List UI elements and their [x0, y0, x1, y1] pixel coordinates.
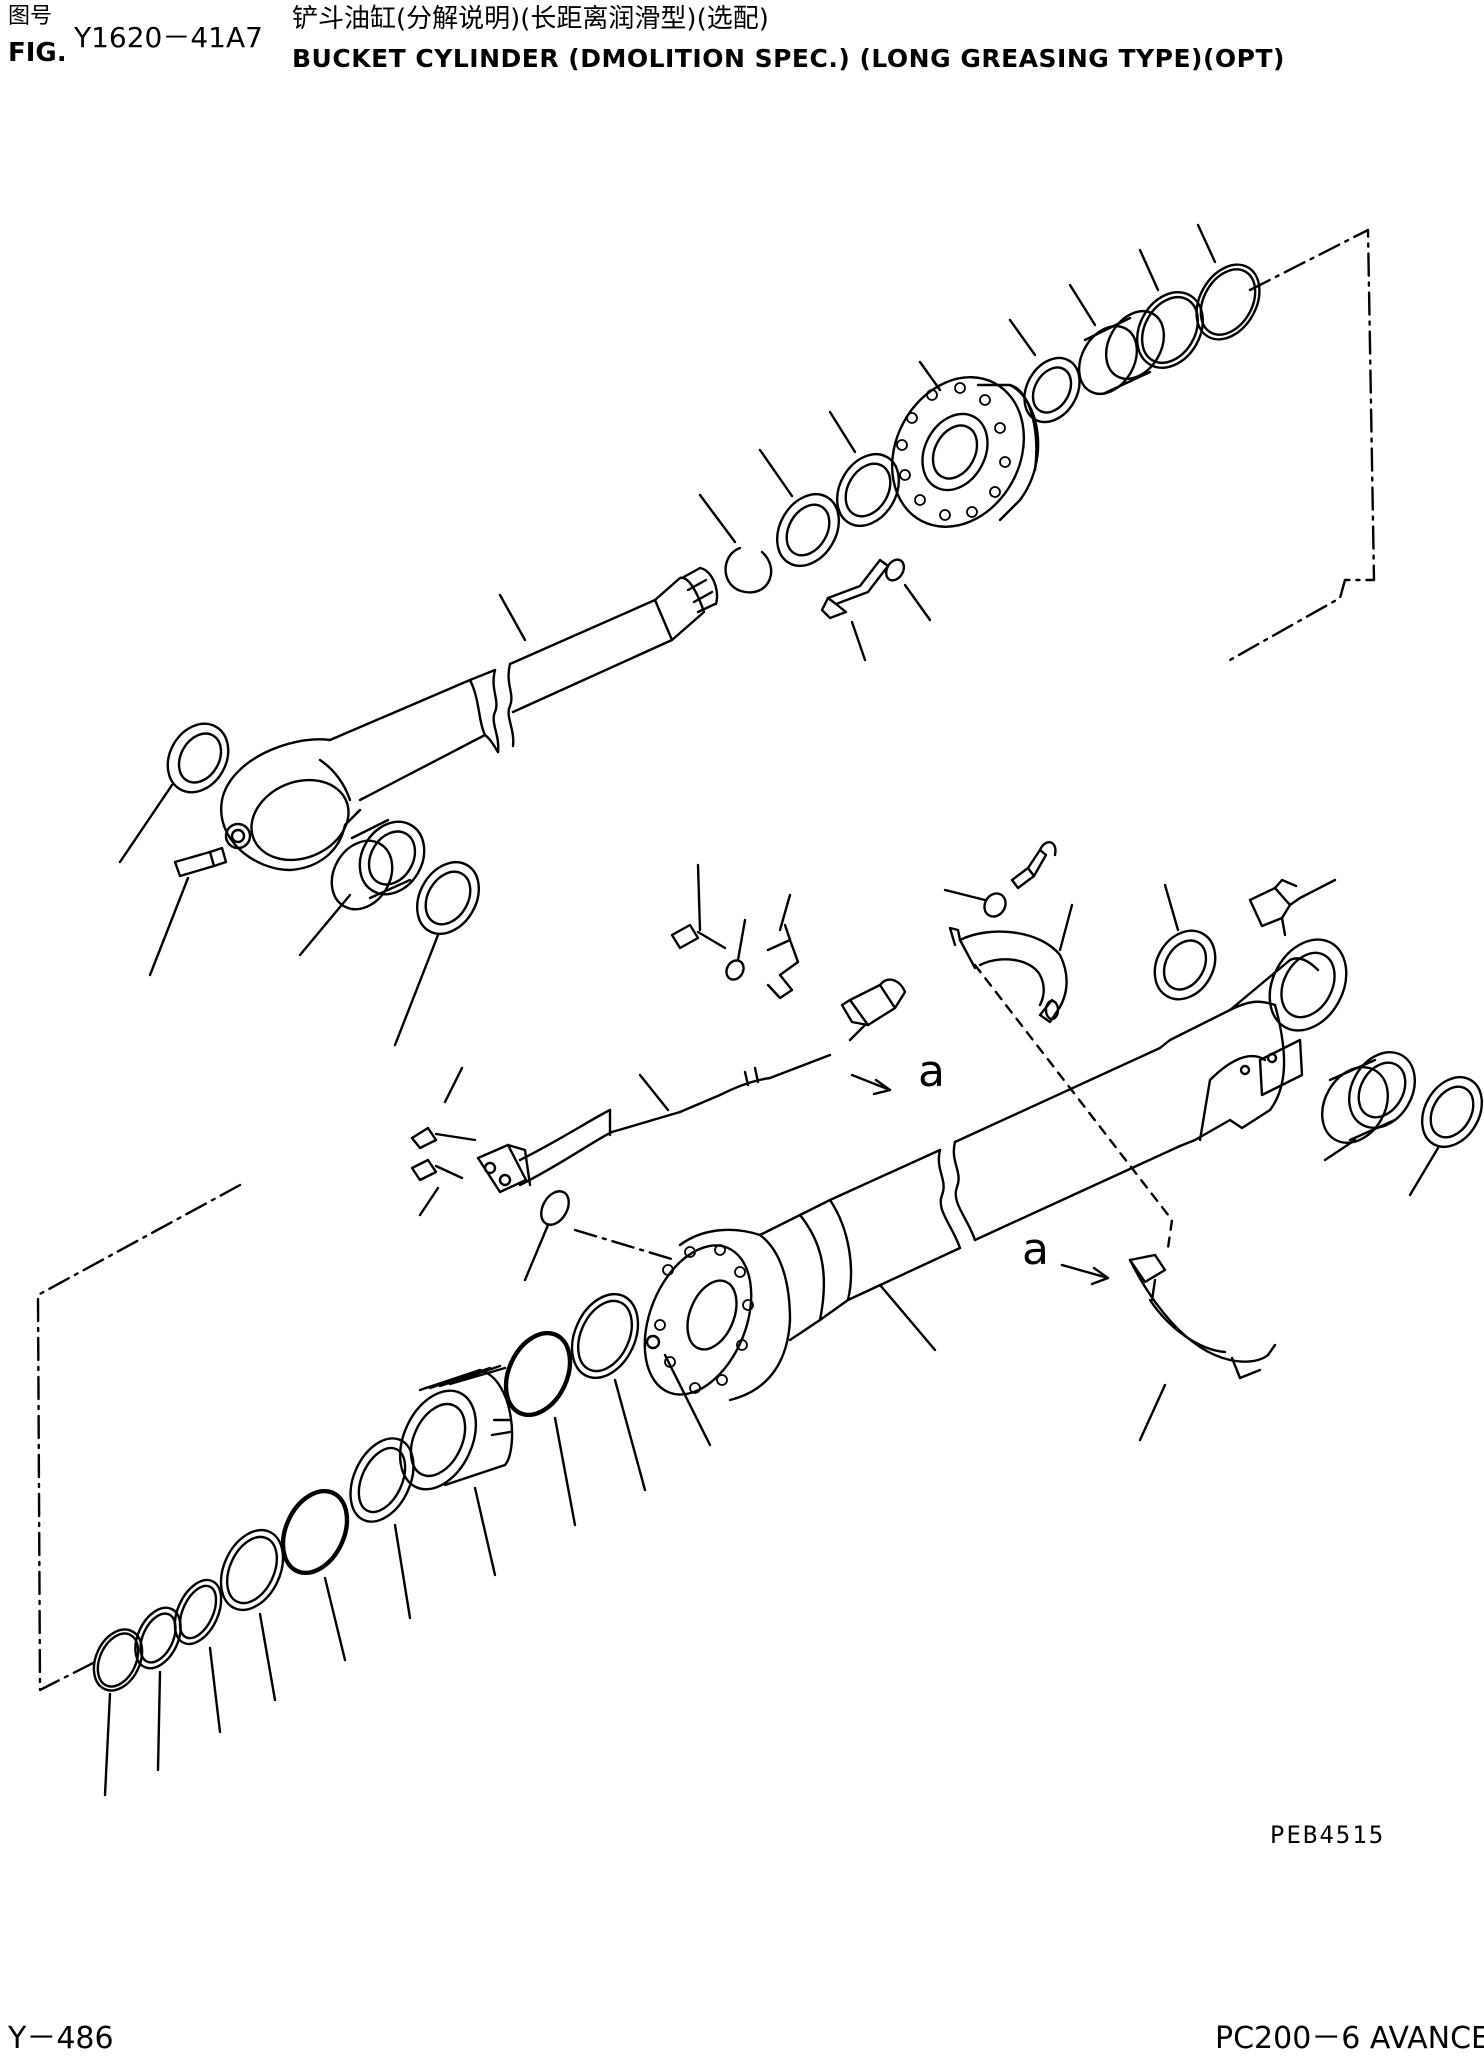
rod-eye-bore: [239, 766, 360, 874]
tube-grease-fitting: [1250, 880, 1335, 935]
lower-piston-ring: [338, 1428, 426, 1618]
tube-flange: [624, 1230, 771, 1411]
drawing-code: PEB4515: [1270, 1821, 1386, 1849]
grease-hose: [520, 1055, 830, 1185]
head-washer: [883, 556, 930, 620]
rod-dust-seal-right: [395, 851, 491, 1045]
title-chinese: 铲斗油缸(分解说明)(长距离润滑型)(选配): [292, 4, 769, 34]
hose-flange: [478, 1145, 530, 1192]
band-clamp-lower: [1130, 1255, 1275, 1440]
head-o-ring: [1124, 250, 1216, 380]
center-line-upper: [1230, 230, 1374, 660]
center-line-lower: [38, 1185, 240, 1690]
lower-backup-ring-2: [209, 1520, 295, 1700]
head-bushing: [1067, 285, 1175, 404]
hose-flange-bolt-1: [412, 1068, 475, 1148]
snap-ring: [700, 495, 771, 592]
lower-o-ring-2: [126, 1601, 189, 1770]
view-label-a-upper: a: [918, 1046, 945, 1097]
fig-label-cn: 图号: [8, 4, 53, 29]
clamp-washer-upper: [945, 890, 1010, 921]
rod-eye: [221, 739, 360, 870]
rod-eye-grease-port: [226, 824, 250, 848]
hose-clip-bolt: [672, 865, 725, 948]
lower-backup-ring-1: [559, 1283, 651, 1490]
fig-label-en: FIG.: [8, 38, 67, 68]
tube-socket-bolt: [647, 1336, 710, 1445]
tube-seal-top: [1143, 885, 1227, 1010]
piston-ring-2: [825, 412, 911, 537]
head-seal-1: [1010, 320, 1091, 432]
grease-connector: [842, 980, 905, 1040]
rod-bushing-seal-left: [120, 713, 240, 862]
hose-flange-o-ring: [525, 1186, 574, 1280]
lower-o-ring-3: [85, 1622, 152, 1795]
clamp-bolt-upper: [1012, 842, 1055, 888]
piston-rod-group: [120, 568, 717, 1045]
page-number: Y－486: [8, 2021, 114, 2056]
hose-clip-washer: [723, 920, 747, 983]
lower-piston: [385, 1366, 512, 1575]
lower-o-ring-1: [166, 1573, 231, 1732]
cylinder-head: [867, 354, 1050, 550]
hose-flange-bolt-2: [412, 1160, 462, 1215]
tube-dust-seal: [1410, 1066, 1484, 1195]
hose-route-dashed: [975, 965, 1172, 1248]
view-arrow-1: [852, 1075, 890, 1090]
tube-bushing: [1309, 1040, 1428, 1160]
view-arrow-2: [1062, 1265, 1108, 1278]
band-clamp-upper: [950, 905, 1072, 1022]
cylinder-tube-group: [624, 926, 1361, 1410]
hose-clip: [768, 895, 798, 998]
lower-wear-ring-2: [269, 1479, 361, 1660]
head-backup-ring: [1184, 225, 1272, 351]
head-bolt: [822, 560, 888, 660]
lower-wear-ring: [492, 1321, 584, 1525]
title-english: BUCKET CYLINDER (DMOLITION SPEC.) (LONG …: [292, 44, 1285, 73]
fig-number: Y1620－41A7: [74, 21, 263, 54]
piston-rod: [330, 680, 485, 800]
rod-thread: [655, 578, 704, 640]
piston-ring-1: [760, 450, 851, 577]
view-label-a-lower: a: [1022, 1224, 1049, 1275]
grease-fitting-rod: [150, 848, 226, 975]
model-name: PC200－6 AVANCE: [1215, 2021, 1484, 2056]
rod-bushing-right: [300, 810, 437, 955]
